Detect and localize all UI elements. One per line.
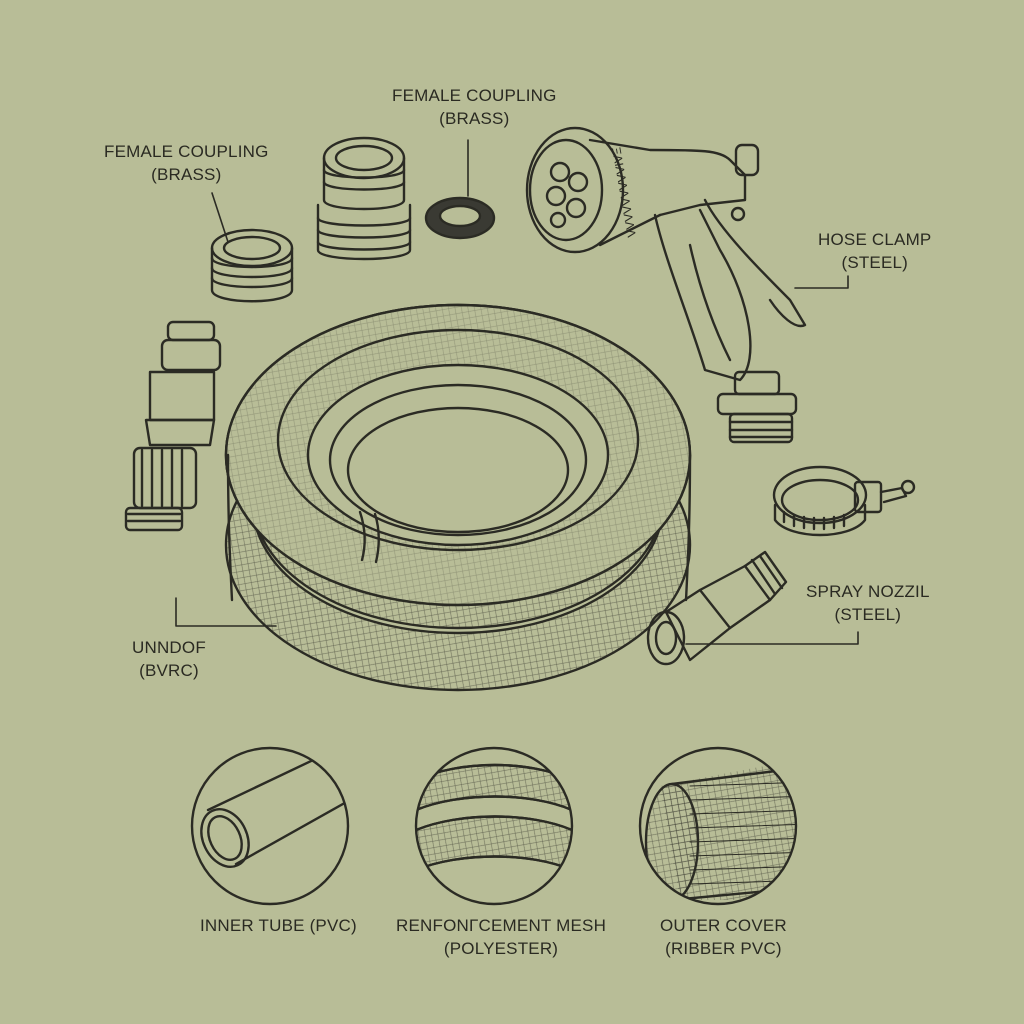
female-coupling-left <box>210 228 294 303</box>
label-hose-body-name: UNNDOF <box>132 638 206 657</box>
leader-lines <box>175 192 859 645</box>
spray-gun <box>525 126 807 444</box>
label-female-coupling-left-material: (BRASS) <box>151 165 222 184</box>
coiled-hose <box>224 303 692 692</box>
label-female-coupling-left-name: FEMALE COUPLING <box>104 142 269 161</box>
label-outer-cover-material: (RIBBER PVC) <box>665 939 782 958</box>
label-spray-nozzle-name: SPRAY NOZZIL <box>806 582 930 601</box>
label-hose-clamp-material: (STEEL) <box>841 253 909 272</box>
male-connector <box>124 320 222 532</box>
hose-adapter <box>646 550 788 666</box>
label-female-coupling-top-material: (BRASS) <box>439 109 510 128</box>
detail-reinforcement-mesh <box>414 746 574 906</box>
label-spray-nozzle-material: (STEEL) <box>834 605 902 624</box>
label-spray-nozzle: SPRAY NOZZIL (STEEL) <box>806 580 930 626</box>
label-outer-cover-name: OUTER COVER <box>660 916 787 935</box>
label-inner-tube: INNER TUBE (PVC) <box>200 914 357 937</box>
label-hose-body: UNNDOF (BVRC) <box>132 636 206 682</box>
label-hose-body-material: (BVRC) <box>139 661 199 680</box>
detail-inner-tube <box>190 746 350 906</box>
label-outer-cover: OUTER COVER (RIBBER PVC) <box>660 914 787 960</box>
label-female-coupling-top: FEMALE COUPLING (BRASS) <box>392 84 557 130</box>
label-female-coupling-left: FEMALE COUPLING (BRASS) <box>104 140 269 186</box>
nozzle-face-text: ΞΛΙΛΛΛΛΛΛΛΛΛ <box>609 146 639 238</box>
label-inner-tube-name: INNER TUBE (PVC) <box>200 916 357 935</box>
label-female-coupling-top-name: FEMALE COUPLING <box>392 86 557 105</box>
label-hose-clamp: HOSE CLAMP (STEEL) <box>818 228 931 274</box>
label-hose-clamp-name: HOSE CLAMP <box>818 230 932 249</box>
label-reinforcement-mesh: RENFONΓCEMENT MESH (POLYESTER) <box>396 914 606 960</box>
detail-outer-cover <box>638 746 798 906</box>
hose-clamp <box>772 465 916 537</box>
label-reinforcement-mesh-material: (POLYESTER) <box>443 939 559 958</box>
rubber-washer <box>424 196 496 240</box>
female-coupling-top <box>316 136 412 261</box>
label-reinforcement-mesh-name: RENFONΓCEMENT MESH <box>396 916 607 935</box>
